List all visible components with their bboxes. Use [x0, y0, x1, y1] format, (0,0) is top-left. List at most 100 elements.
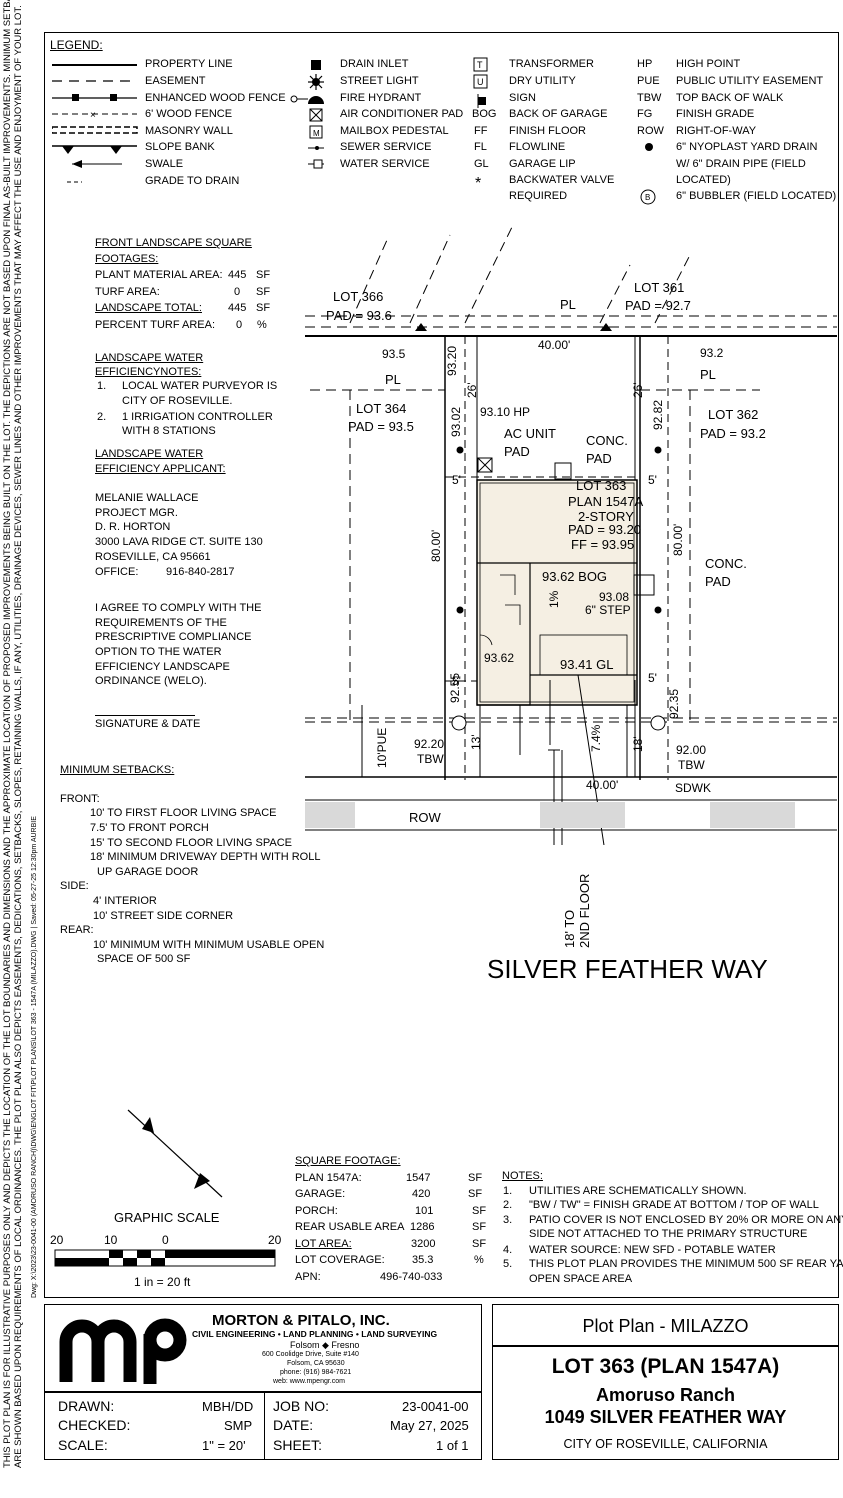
legend-item: GARAGE LIP — [509, 158, 576, 170]
scale-title: GRAPHIC SCALE — [114, 1210, 220, 1225]
house-label: LOT 363 — [576, 478, 627, 493]
setback-heading: FRONT: — [60, 793, 100, 805]
applicant-line: ROSEVILLE, CA 95661 — [95, 551, 211, 563]
note-number: 4. — [503, 1244, 513, 1256]
drawn-value: MBH/DD — [202, 1399, 254, 1414]
landscape-title: FRONT LANDSCAPE SQUARE — [95, 237, 252, 249]
mailbox-icon: M — [313, 129, 320, 138]
dimension: 5' — [648, 671, 657, 685]
sheet-label: SHEET: — [273, 1437, 323, 1453]
company-logo — [59, 1318, 187, 1384]
checked-label: CHECKED: — [58, 1417, 131, 1433]
conc-pad-label: CONC. — [586, 433, 628, 448]
house-label: FF = 93.95 — [571, 537, 635, 552]
sqft-label: APN: — [295, 1271, 321, 1283]
note-number: 2. — [503, 1199, 513, 1211]
legend-title: LEGEND: — [50, 38, 103, 52]
high-point: 93.10 HP — [480, 405, 531, 419]
landscape-label: TURF AREA: — [95, 286, 160, 298]
legend-item: BACK OF GARAGE — [509, 108, 608, 120]
note-text: LOCAL WATER PURVEYOR IS — [122, 380, 278, 392]
sqft-value: 496-740-033 — [380, 1271, 443, 1283]
sqft-value: 420 — [412, 1188, 431, 1200]
sqft-label: PLAN 1547A: — [295, 1172, 362, 1184]
house-label: 2-STORY — [578, 509, 634, 524]
note-text: OPEN SPACE AREA — [529, 1273, 633, 1285]
setback-item: 7.5' TO FRONT PORCH — [90, 822, 209, 834]
agreement-line: OPTION TO THE WATER — [95, 646, 222, 658]
north-arrow-icon — [127, 1109, 223, 1198]
site-plan-drawing — [305, 225, 837, 845]
sqft-value: 35.3 — [412, 1254, 434, 1266]
landscape-unit: SF — [256, 302, 271, 314]
garage-lip: 93.41 GL — [560, 657, 614, 672]
dimension: 40.00' — [586, 778, 619, 792]
file-path-note: Dwg: X:\2023\23-0041-00 (AMORUSO RANCH)\… — [31, 816, 38, 1298]
note-text: WITH 8 STATIONS — [122, 425, 216, 437]
dimension: 80.00' — [671, 523, 685, 556]
note-text: WATER SOURCE: NEW SFD - POTABLE WATER — [529, 1244, 776, 1256]
sqft-unit: SF — [468, 1188, 483, 1200]
slope-label: 1% — [547, 590, 561, 608]
legend-item: PROPERTY LINE — [145, 58, 233, 70]
transformer-icon: T — [477, 60, 483, 70]
elevation: 92.55 — [448, 672, 462, 703]
elevation: 92.20 — [414, 737, 445, 751]
legend-item: LOCATED) — [676, 174, 731, 186]
applicant-line: PROJECT MGR. — [95, 507, 178, 519]
applicant-title: LANDSCAPE WATER — [95, 448, 204, 460]
pl-label: PL — [385, 372, 401, 387]
landscape-title: FOOTAGES: — [95, 253, 159, 265]
elevation: 93.2 — [700, 346, 724, 360]
agreement-line: REQUIREMENTS OF THE — [95, 617, 227, 629]
legend-abbr: HP — [637, 58, 653, 70]
legend-misc-symbols: T U * — [473, 57, 488, 186]
house-label: PLAN 1547A — [568, 494, 644, 509]
landscape-unit: SF — [256, 269, 271, 281]
drawing-info-block — [44, 1392, 482, 1460]
legend-item: HIGH POINT — [676, 58, 741, 70]
applicant-title: EFFICIENCY APPLICANT: — [95, 463, 226, 475]
legend-item: DRAIN INLET — [340, 58, 409, 70]
legend-item: SWALE — [145, 158, 184, 170]
note-text: CITY OF ROSEVILLE. — [122, 395, 233, 407]
legend-abbr: PUE — [637, 75, 660, 87]
office-label: OFFICE: — [95, 566, 139, 578]
legend-item: TRANSFORMER — [509, 58, 594, 70]
legend-item: ENHANCED WOOD FENCE — [145, 92, 286, 104]
setback-heading: REAR: — [60, 924, 94, 936]
pad-label: PAD = 93.6 — [326, 308, 392, 323]
dimension: 5' — [452, 674, 461, 688]
legend-item: 6' WOOD FENCE — [145, 108, 233, 120]
disclaimer-note: THIS PLOT PLAN IS FOR ILLUSTRATIVE PURPO… — [2, 0, 24, 1468]
ac-pad-label: AC UNIT — [504, 426, 556, 441]
legend-item: FINISH GRADE — [676, 108, 755, 120]
elevation: 92.35 — [667, 688, 681, 719]
elevation: 92.00 — [676, 743, 707, 757]
elevation: 93.02 — [449, 406, 463, 437]
plot-title: Plot Plan - MILAZZO — [582, 1316, 749, 1336]
office-phone: 916-840-2817 — [166, 566, 235, 578]
sqft-unit: % — [474, 1254, 484, 1266]
setback-item: 10' TO FIRST FLOOR LIVING SPACE — [90, 807, 277, 819]
dimension: 13' — [469, 734, 483, 750]
ac-pad-label: PAD — [504, 444, 530, 459]
pad-label: PAD = 92.7 — [625, 298, 691, 313]
legend-item: STREET LIGHT — [340, 75, 419, 87]
legend-item: 6" BUBBLER (FIELD LOCATED) — [676, 190, 837, 202]
dimension: 26' — [465, 382, 479, 398]
legend-item: RIGHT-OF-WAY — [676, 125, 757, 137]
water-notes-title: LANDSCAPE WATER — [95, 352, 204, 364]
landscape-value: 0 — [236, 319, 243, 331]
scale-ratio: 1 in = 20 ft — [134, 1275, 191, 1289]
notes-title: NOTES: — [502, 1170, 543, 1182]
legend-item: WATER SERVICE — [340, 158, 430, 170]
second-floor-note: 2ND FLOOR — [577, 873, 592, 948]
lot-title: LOT 363 (PLAN 1547A) — [551, 1355, 780, 1378]
lot-label: LOT 362 — [708, 407, 759, 422]
sqft-label: LOT COVERAGE: — [295, 1254, 385, 1266]
legend-item: FINISH FLOOR — [509, 125, 587, 137]
note-number: 1. — [503, 1185, 513, 1197]
company-offices: Folsom ◆ Fresno — [290, 1340, 360, 1350]
scale-label: SCALE: — [58, 1437, 108, 1453]
